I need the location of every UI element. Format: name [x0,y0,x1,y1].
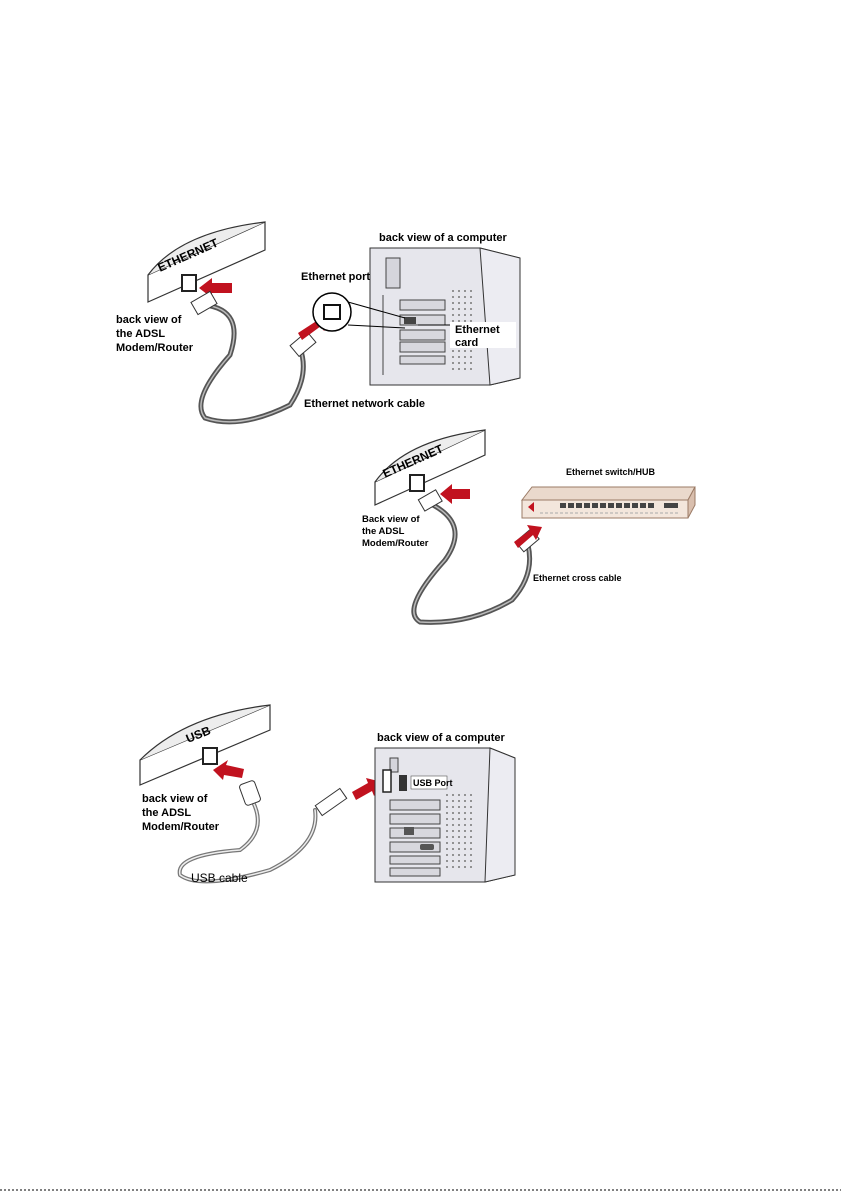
usb-port-label: USB Port [413,778,453,788]
cable-label-2: Ethernet cross cable [533,573,622,583]
modem-caption-line-3: Modem/Router [142,821,220,833]
page-edge [0,1180,841,1191]
ethernet-switch [522,487,695,518]
usb-cable [180,800,316,881]
ethernet-card-slot [400,330,445,340]
ethernet-socket [182,275,196,291]
modem-caption-line-3: Modem/Router [116,342,194,354]
usb-b-socket [203,748,217,764]
computer-caption-1: back view of a computer [379,232,507,244]
usb-b-plug [239,780,262,806]
cable-label-1: Ethernet network cable [304,398,425,410]
modem-usb: USB [140,705,270,785]
diagram-usb-pc: USB USB Port back view of a computer [140,705,515,885]
arrow-modem-2 [440,484,470,504]
usb-port-icon [383,770,391,792]
ethernet-socket [410,475,424,491]
ethernet-port-label: Ethernet port [301,271,370,283]
computer-3 [375,748,515,882]
modem-caption-line-1: back view of [116,314,182,326]
rj45-plug-modem [191,291,217,314]
ethernet-port-icon [324,305,340,319]
modem-caption-line-1: back view of [142,793,208,805]
ethernet-card-label-1: Ethernet [455,324,500,336]
ethernet-card-label-2: card [455,337,478,349]
diagram-ethernet-pc: ETHERNET back vie [116,222,520,422]
diagram-ethernet-switch: ETHERNET Ethernet switch/HU [362,430,695,622]
cable-label-3: USB cable [191,871,248,885]
modem-caption-line-3: Modem/Router [362,538,429,549]
modem-caption-line-1: Back view of [362,514,420,525]
switch-label: Ethernet switch/HUB [566,467,656,477]
computer-1 [370,248,520,385]
modem-caption-line-2: the ADSL [362,526,405,537]
ethernet-network-cable [201,305,303,422]
usb-a-plug [315,788,346,815]
ethernet-cross-cable [414,505,530,622]
computer-caption-3: back view of a computer [377,732,505,744]
modem-caption-line-2: the ADSL [142,807,191,819]
modem-caption-line-2: the ADSL [116,328,165,340]
